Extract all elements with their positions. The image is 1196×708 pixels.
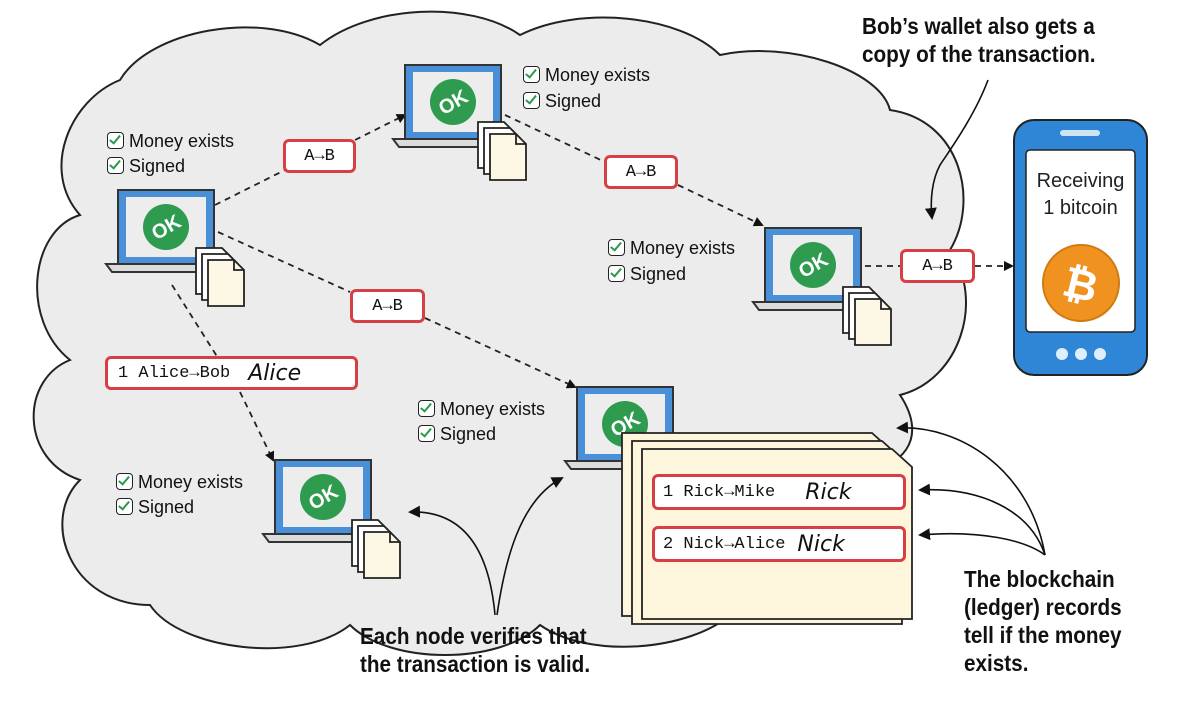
note-line: the transaction is valid. <box>360 651 591 677</box>
check-label: Money exists <box>545 65 651 85</box>
check-label: Signed <box>129 156 186 176</box>
check-money-center: Money exists <box>418 399 545 420</box>
checkbox-checked-icon <box>608 265 625 282</box>
check-label: Signed <box>545 91 602 111</box>
checkbox-checked-icon <box>116 473 133 490</box>
check-signed-left: Signed <box>107 156 185 177</box>
check-label: Signed <box>440 424 497 444</box>
transaction-box: A→B <box>604 155 678 189</box>
checkbox-checked-icon <box>608 239 625 256</box>
checkbox-checked-icon <box>107 132 124 149</box>
note-line: (ledger) records <box>964 594 1122 620</box>
check-label: Money exists <box>630 238 736 258</box>
note-blockchain: The blockchain (ledger) records tell if … <box>964 565 1122 677</box>
check-money-top: Money exists <box>523 65 650 86</box>
note-line: tell if the money <box>964 622 1122 648</box>
note-wallet: Bob’s wallet also gets a copy of the tra… <box>862 12 1095 68</box>
note-line: Bob’s wallet also gets a <box>862 13 1095 39</box>
phone-receiving-text: Receiving 1 bitcoin <box>1026 170 1135 220</box>
check-label: Money exists <box>129 131 235 151</box>
transaction-box: A→B <box>350 289 425 323</box>
ledger-entry-text: 1 Alice→Bob <box>118 363 231 383</box>
note-verify: Each node verifies that the transaction … <box>360 622 590 678</box>
check-signed-right: Signed <box>608 264 686 285</box>
transaction-box: A→B <box>900 249 975 283</box>
phone-line-1: Receiving <box>1036 170 1125 192</box>
blockchain-record-2: 2 Nick→Alice Nick <box>652 526 906 562</box>
check-money-left: Money exists <box>107 131 234 152</box>
check-label: Money exists <box>138 472 244 492</box>
note-line: copy of the transaction. <box>862 41 1096 67</box>
check-signed-top: Signed <box>523 91 601 112</box>
node-laptop-left: OK <box>105 189 245 307</box>
note-line: exists. <box>964 650 1029 676</box>
checkbox-checked-icon <box>523 66 540 83</box>
ledger-entry-alice: 1 Alice→Bob Alice <box>105 356 358 390</box>
checkbox-checked-icon <box>418 425 435 442</box>
check-label: Signed <box>630 264 687 284</box>
checkbox-checked-icon <box>418 400 435 417</box>
check-signed-bottom: Signed <box>116 497 194 518</box>
check-label: Money exists <box>440 399 546 419</box>
note-line: The blockchain <box>964 566 1115 592</box>
checkbox-checked-icon <box>116 498 133 515</box>
record-text: 2 Nick→Alice <box>663 534 786 554</box>
smartphone-icon: ₿ <box>1013 119 1148 376</box>
check-signed-center: Signed <box>418 424 496 445</box>
transaction-box: A→B <box>283 139 356 173</box>
node-laptop-right: OK <box>752 227 892 346</box>
check-money-bottom: Money exists <box>116 472 243 493</box>
blockchain-record-1: 1 Rick→Mike Rick <box>652 474 906 510</box>
record-signature: Nick <box>797 531 845 557</box>
node-laptop-bottom: OK <box>262 459 401 579</box>
phone-line-2: 1 bitcoin <box>1043 197 1118 219</box>
record-signature: Rick <box>805 479 852 505</box>
record-text: 1 Rick→Mike <box>663 482 776 502</box>
check-money-right: Money exists <box>608 238 735 259</box>
checkbox-checked-icon <box>107 157 124 174</box>
ledger-entry-signature: Alice <box>248 360 302 386</box>
check-label: Signed <box>138 497 195 517</box>
node-laptop-top: OK <box>392 64 527 181</box>
checkbox-checked-icon <box>523 92 540 109</box>
note-line: Each node verifies that <box>360 623 587 649</box>
